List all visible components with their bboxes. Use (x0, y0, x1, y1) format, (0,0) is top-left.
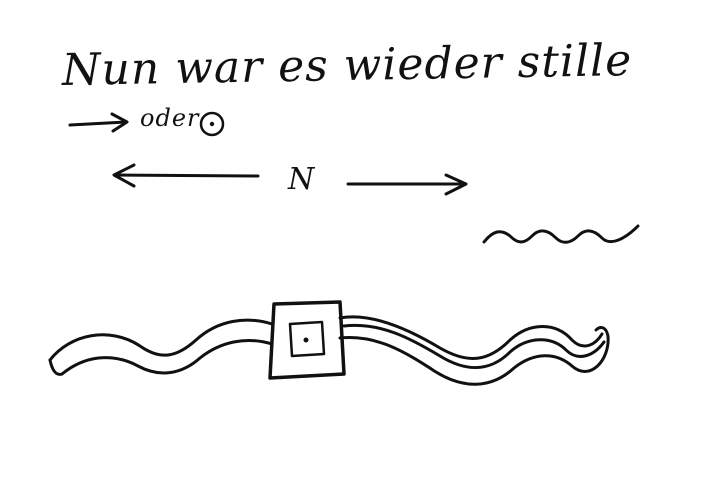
right-arrow-icon (346, 173, 468, 196)
square-frame-icon (268, 300, 346, 380)
wave-icon (482, 224, 640, 244)
left-arrow-icon (112, 163, 260, 188)
small-right-arrow-icon (68, 112, 129, 133)
direction-label: N (288, 162, 316, 197)
oder-note: oder (140, 104, 200, 132)
wavy-band-left (48, 318, 274, 376)
circled-dot-icon (199, 111, 225, 137)
wavy-band-right (338, 315, 610, 386)
